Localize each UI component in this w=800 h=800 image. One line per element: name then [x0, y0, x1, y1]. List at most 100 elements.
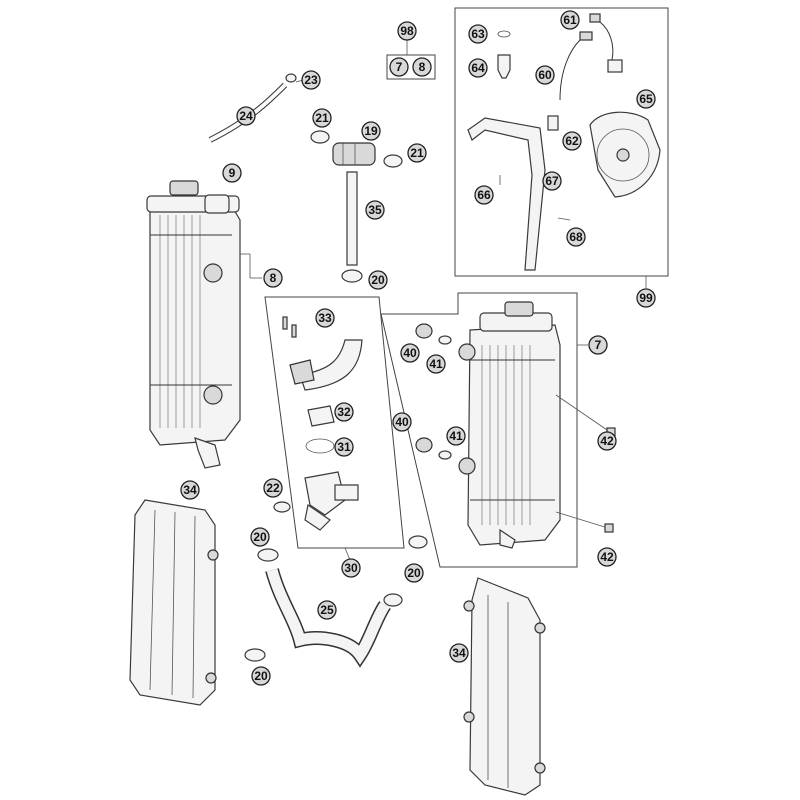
- pipe-35: [346, 171, 358, 266]
- callout-20b: 20: [250, 527, 270, 547]
- clamp-21-left: [310, 130, 330, 144]
- callout-label: 20: [253, 530, 267, 544]
- callout-20c: 20: [404, 563, 424, 583]
- callout-label: 8: [270, 271, 277, 285]
- callout-61: 61: [560, 10, 580, 30]
- callout-42a: 42: [597, 431, 617, 451]
- callout-33: 33: [315, 308, 335, 328]
- callout-label: 42: [600, 434, 614, 448]
- clamp-20-top: [341, 269, 363, 283]
- callout-66: 66: [474, 185, 494, 205]
- callout-label: 66: [477, 188, 491, 202]
- callout-label: 40: [395, 415, 409, 429]
- right-radiator-box: [380, 292, 578, 568]
- callout-31: 31: [334, 437, 354, 457]
- left-radiator: [146, 180, 241, 469]
- thermostat-kit-box: [264, 296, 405, 549]
- callout-23: 23: [301, 70, 321, 90]
- callout-label: 62: [565, 134, 579, 148]
- callout-8-kit: 8: [412, 57, 432, 77]
- callout-label: 31: [337, 440, 351, 454]
- callout-34b: 34: [449, 643, 469, 663]
- callout-label: 32: [337, 405, 351, 419]
- left-radiator-guard: [129, 499, 219, 706]
- callout-65: 65: [636, 89, 656, 109]
- hose-25: [265, 568, 391, 668]
- callout-label: 41: [429, 357, 443, 371]
- callout-60: 60: [535, 65, 555, 85]
- callout-67: 67: [542, 171, 562, 191]
- washer-41-top: [438, 335, 452, 345]
- right-radiator: [458, 301, 561, 549]
- clamp-21-right: [383, 154, 403, 168]
- callout-label: 20: [407, 566, 421, 580]
- right-radiator-guard: [463, 577, 546, 796]
- callout-68: 68: [566, 227, 586, 247]
- callout-9: 9: [222, 163, 242, 183]
- hose-24: [208, 82, 288, 143]
- callout-label: 60: [538, 68, 552, 82]
- callout-label: 34: [452, 646, 466, 660]
- callout-label: 68: [569, 230, 583, 244]
- callout-40b: 40: [392, 412, 412, 432]
- clamp-20-right-top: [408, 535, 428, 549]
- callout-label: 21: [315, 111, 329, 125]
- callout-label: 64: [471, 61, 485, 75]
- callout-label: 65: [639, 92, 653, 106]
- callout-label: 22: [266, 481, 280, 495]
- callout-21a: 21: [312, 108, 332, 128]
- callout-label: 21: [410, 146, 424, 160]
- callout-40a: 40: [400, 343, 420, 363]
- callout-30: 30: [341, 558, 361, 578]
- callout-32: 32: [334, 402, 354, 422]
- fan-kit: [467, 13, 661, 271]
- washer-41-bottom: [438, 450, 452, 460]
- leader-lines: [240, 40, 647, 561]
- callout-21b: 21: [407, 143, 427, 163]
- callout-label: 34: [183, 483, 197, 497]
- clamp-20-left-bottom: [244, 648, 266, 662]
- callout-22: 22: [263, 478, 283, 498]
- callout-20d: 20: [251, 666, 271, 686]
- callout-label: 41: [449, 429, 463, 443]
- callout-41b: 41: [446, 426, 466, 446]
- callout-label: 7: [595, 338, 602, 352]
- callout-label: 20: [371, 273, 385, 287]
- callout-7-kit: 7: [389, 57, 409, 77]
- bolt-42-bottom: [604, 523, 614, 533]
- callout-41a: 41: [426, 354, 446, 374]
- callout-8: 8: [263, 268, 283, 288]
- clamp-20-right-bottom: [383, 593, 403, 607]
- clamp-20-left-top: [257, 548, 279, 562]
- callout-42b: 42: [597, 547, 617, 567]
- callout-label: 42: [600, 550, 614, 564]
- clip-22: [273, 501, 291, 513]
- callout-label: 30: [344, 561, 358, 575]
- callout-label: 8: [419, 60, 426, 74]
- clip-23: [285, 73, 297, 83]
- callout-label: 24: [239, 109, 253, 123]
- callout-7: 7: [588, 335, 608, 355]
- kit-98-box: [386, 54, 436, 80]
- grommet-40-bottom: [415, 437, 433, 453]
- callout-label: 20: [254, 669, 268, 683]
- callout-label: 99: [639, 291, 653, 305]
- callout-label: 40: [403, 346, 417, 360]
- callout-label: 7: [396, 60, 403, 74]
- callout-24: 24: [236, 106, 256, 126]
- callout-label: 61: [563, 13, 577, 27]
- callout-label: 67: [545, 174, 559, 188]
- callout-label: 98: [400, 24, 414, 38]
- callout-34a: 34: [180, 480, 200, 500]
- grommet-40-top: [415, 323, 433, 339]
- callout-35: 35: [365, 200, 385, 220]
- callout-label: 25: [320, 603, 334, 617]
- callout-label: 33: [318, 311, 332, 325]
- callout-19: 19: [361, 121, 381, 141]
- callout-64: 64: [468, 58, 488, 78]
- callout-label: 23: [304, 73, 318, 87]
- callout-label: 9: [229, 166, 236, 180]
- callout-20a: 20: [368, 270, 388, 290]
- callout-62: 62: [562, 131, 582, 151]
